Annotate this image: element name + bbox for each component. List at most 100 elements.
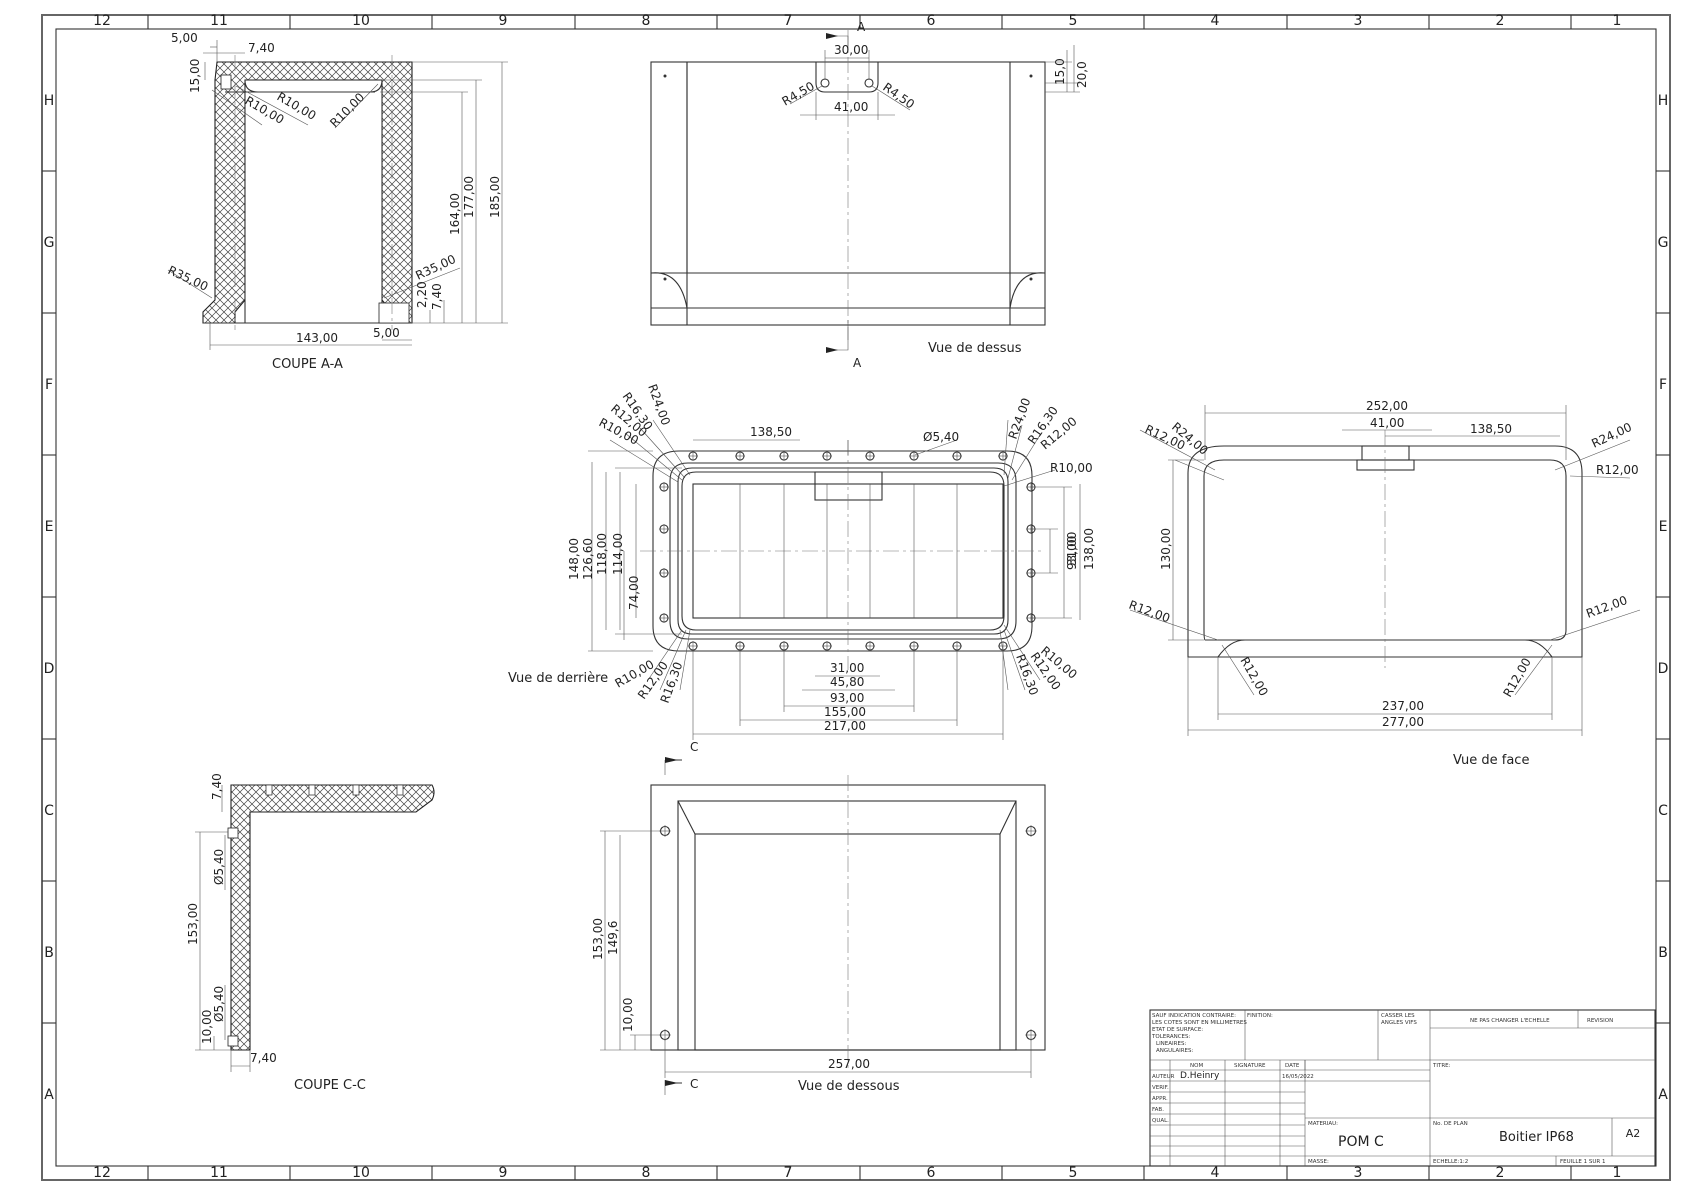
view-vue-de-dessous: C C 153,00 149,6 10,00 257,00 Vue de des… — [591, 740, 1046, 1095]
zone-row-label: H — [1658, 93, 1669, 109]
dim-label: 10,00 — [200, 1010, 214, 1044]
title-block-note: SAUF INDICATION CONTRAIRE: — [1152, 1013, 1236, 1019]
section-mark-c: C — [690, 1077, 698, 1091]
zone-col-label: 8 — [642, 1165, 651, 1181]
zone-col-label: 7 — [784, 13, 793, 29]
row-label: VERIF. — [1152, 1085, 1169, 1091]
dim-label: R10,00 — [1050, 461, 1093, 475]
zone-col-label: 5 — [1069, 1165, 1078, 1181]
dim-label: 153,00 — [591, 918, 605, 960]
dim-label: R35,00 — [413, 252, 458, 283]
zone-col-label: 10 — [352, 13, 370, 29]
dim-label: R24,00 — [1589, 420, 1634, 451]
row-label: FAB. — [1152, 1107, 1164, 1113]
zone-col-label: 2 — [1496, 1165, 1505, 1181]
dim-label: R12,00 — [1584, 593, 1629, 621]
zone-col-label: 3 — [1354, 13, 1363, 29]
zone-col-label: 1 — [1613, 1165, 1622, 1181]
dim-label: 7,40 — [248, 41, 275, 55]
zone-col-label: 2 — [1496, 13, 1505, 29]
row-label: APPR. — [1152, 1096, 1168, 1102]
zone-col-label: 8 — [642, 13, 651, 29]
dim-label: 138,50 — [1470, 422, 1512, 436]
dim-label: R12,00 — [1127, 598, 1172, 626]
titre-label: TITRE: — [1432, 1063, 1451, 1069]
zone-col-label: 3 — [1354, 1165, 1363, 1181]
zone-col-label: 12 — [93, 1165, 111, 1181]
finition-label: FINITION: — [1247, 1013, 1273, 1019]
dim-label: 257,00 — [828, 1057, 870, 1071]
zone-col-label: 5 — [1069, 13, 1078, 29]
dim-label: 15,00 — [188, 59, 202, 93]
author-date: 16/05/2022 — [1282, 1074, 1314, 1080]
dim-label: 155,00 — [824, 705, 866, 719]
zone-col-label: 11 — [210, 1165, 228, 1181]
dim-label: 45,80 — [830, 675, 864, 689]
title-block-note: LINEAIRES: — [1156, 1041, 1186, 1047]
zone-col-label: 6 — [927, 13, 936, 29]
header-signature: SIGNATURE — [1234, 1063, 1266, 1069]
zone-row-label: F — [1659, 377, 1667, 393]
zone-col-label: 10 — [352, 1165, 370, 1181]
dim-label: 185,00 — [488, 176, 502, 218]
dim-label: 164,00 — [448, 193, 462, 235]
zone-row-label: B — [44, 945, 54, 961]
dim-label: 118,00 — [595, 533, 609, 575]
zone-col-label: 11 — [210, 13, 228, 29]
dim-label: 93,00 — [1065, 536, 1079, 570]
view-title-vue-de-dessous: Vue de dessous — [798, 1079, 900, 1094]
zone-col-label: 7 — [784, 1165, 793, 1181]
dim-label: Ø5,40 — [212, 986, 226, 1022]
dim-label: 143,00 — [296, 331, 338, 345]
dim-label: 15,0 — [1053, 58, 1067, 85]
zone-row-label: E — [45, 519, 54, 535]
dim-label: 114,00 — [611, 533, 625, 575]
section-mark-a: A — [857, 20, 866, 34]
revision-label: REVISION — [1587, 1018, 1613, 1024]
zone-row-label: H — [44, 93, 55, 109]
dim-label: 10,00 — [621, 998, 635, 1032]
dim-label: R35,00 — [166, 263, 211, 294]
view-title-vue-de-derriere: Vue de derrière — [508, 671, 608, 686]
author-name: D.Heinry — [1180, 1071, 1220, 1081]
dim-label: 7,40 — [210, 773, 224, 800]
dim-label: 138,50 — [750, 425, 792, 439]
dim-label: 277,00 — [1382, 715, 1424, 729]
plan-label: No. DE PLAN — [1433, 1121, 1468, 1127]
material-value: POM C — [1338, 1134, 1384, 1150]
zone-col-label: 4 — [1211, 13, 1220, 29]
section-mark-c: C — [690, 740, 698, 754]
dim-label: R12,00 — [1500, 656, 1533, 700]
materiau-label: MATERIAU: — [1308, 1121, 1338, 1127]
zone-row-label: G — [1658, 235, 1669, 251]
zone-row-label: A — [1658, 1087, 1668, 1103]
zone-row-label: D — [44, 661, 55, 677]
zone-row-label: E — [1659, 519, 1668, 535]
dim-label: 41,00 — [1370, 416, 1404, 430]
zone-col-label: 12 — [93, 13, 111, 29]
dim-label: 252,00 — [1366, 399, 1408, 413]
view-coupe-a-a: 5,00 7,40 15,00 R10,00 R10,00 R10,00 185… — [166, 31, 508, 372]
view-coupe-c-c: 7,40 Ø5,40 153,00 Ø5,40 10,00 7,40 COUPE… — [186, 773, 435, 1093]
dim-label: R4,50 — [880, 80, 917, 112]
view-vue-de-face: 252,00 41,00 138,50 R24,00 R12,00 R24,00… — [1127, 399, 1641, 768]
zone-col-label: 1 — [1613, 13, 1622, 29]
dim-label: 7,40 — [430, 283, 444, 310]
sheet-frame — [41, 14, 1671, 1181]
title-block-note: ANGULAIRES: — [1156, 1048, 1194, 1054]
dim-label: 177,00 — [462, 176, 476, 218]
row-label: QUAL. — [1152, 1118, 1169, 1124]
zone-row-label: F — [45, 377, 53, 393]
section-mark-a: A — [853, 356, 862, 370]
masse-label: MASSE: — [1308, 1159, 1329, 1165]
dim-label: 148,00 — [567, 538, 581, 580]
casser-label: ANGLES VIFS — [1381, 1020, 1417, 1026]
zone-row-label: C — [1658, 803, 1668, 819]
zone-row-label: G — [44, 235, 55, 251]
dim-label: 153,00 — [186, 903, 200, 945]
view-vue-de-derriere: 138,50 Ø5,40 R24,00 R16,30 R12,00 R10,00… — [508, 382, 1096, 740]
zone-row-label: C — [44, 803, 54, 819]
zone-col-label: 9 — [499, 13, 508, 29]
dim-label: 5,00 — [171, 31, 198, 45]
